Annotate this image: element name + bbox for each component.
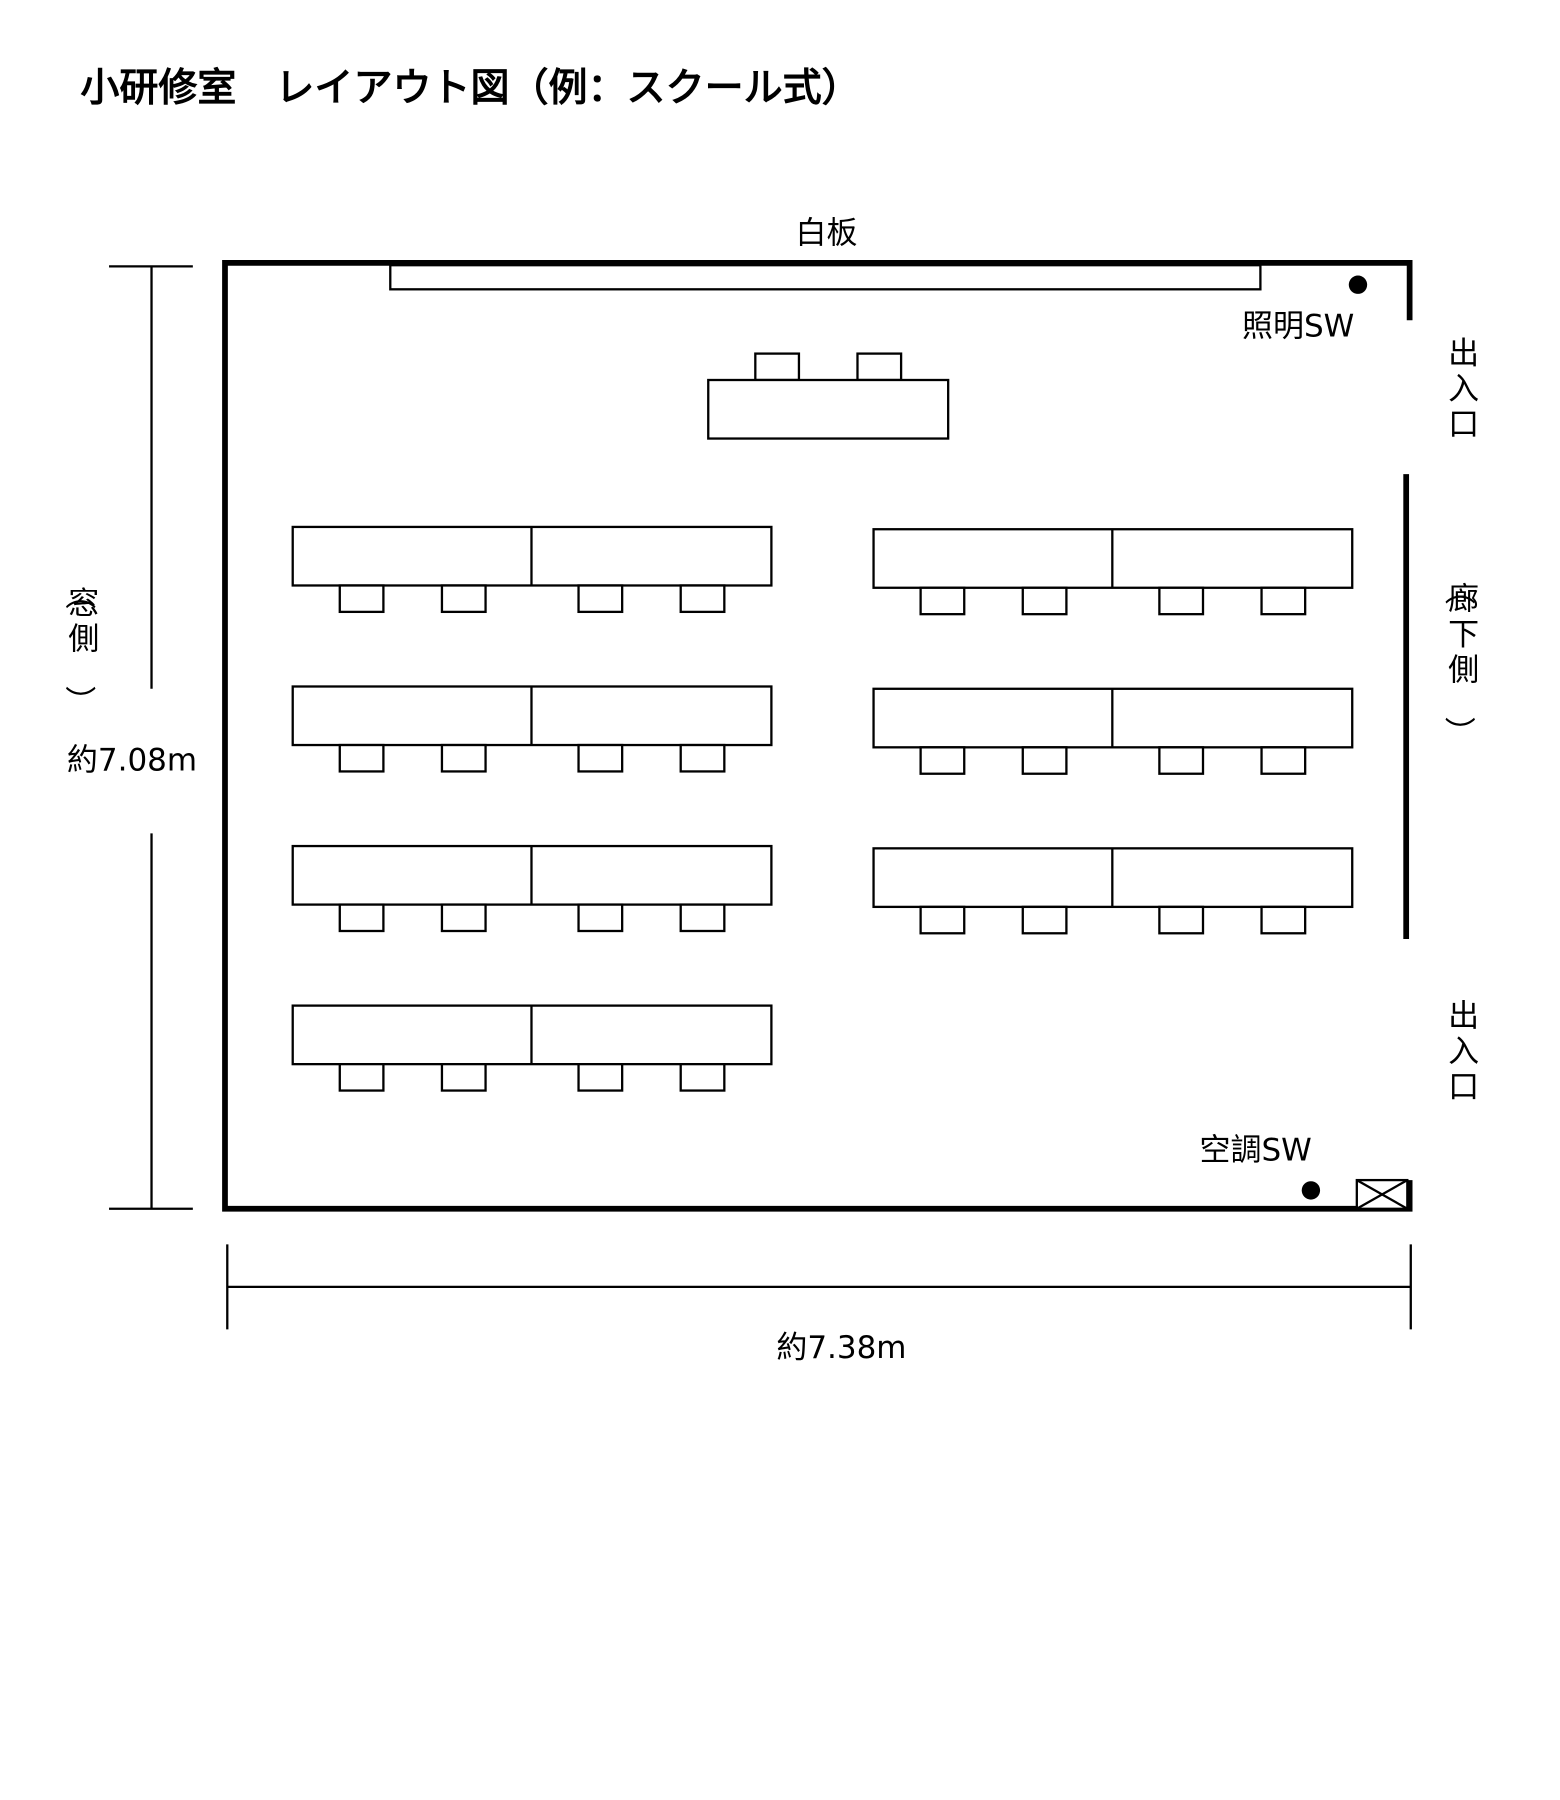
chair <box>440 1063 487 1092</box>
chair <box>1158 905 1205 935</box>
chair <box>1260 746 1307 775</box>
desk-row-right <box>872 528 1354 616</box>
chair <box>1158 586 1205 616</box>
ac-switch-icon <box>1301 1181 1321 1200</box>
entrance-bottom-label: 出入口 <box>1448 998 1479 1105</box>
chair <box>338 903 385 933</box>
whiteboard-label: 白板 <box>795 215 857 251</box>
chair <box>1021 905 1068 935</box>
chair <box>919 586 966 616</box>
width-dimension-label: 約7.38m <box>776 1330 906 1366</box>
chair <box>440 584 487 614</box>
chair <box>577 1063 624 1092</box>
chair <box>679 1063 726 1092</box>
desk-row-left <box>291 844 773 933</box>
whiteboard <box>389 264 1262 291</box>
ac-unit-icon <box>1355 1178 1409 1210</box>
corridor-side-label: （廊下側） <box>1440 574 1479 747</box>
chair <box>679 743 726 773</box>
chair <box>1260 905 1307 935</box>
chair <box>577 743 624 773</box>
chair <box>679 584 726 614</box>
chair <box>1021 586 1068 616</box>
chair <box>338 743 385 773</box>
desk-row-right <box>872 847 1354 935</box>
light-switch-icon <box>1348 275 1368 294</box>
page-title: 小研修室 レイアウト図（例：スクール式） <box>80 66 860 111</box>
chair <box>440 903 487 933</box>
chair <box>577 584 624 614</box>
chair <box>338 584 385 614</box>
chair <box>679 903 726 933</box>
chair <box>1021 746 1068 775</box>
desk-row-left <box>291 525 773 614</box>
window-side-label: （窓側） <box>60 579 99 717</box>
entrance-top-label: 出入口 <box>1448 336 1479 443</box>
teacher-desk <box>707 352 950 440</box>
room-walls <box>222 260 1413 1212</box>
chair <box>1158 746 1205 775</box>
chair <box>919 746 966 775</box>
height-dimension-label: 約7.08m <box>67 742 197 778</box>
desk-row-left <box>291 1004 773 1092</box>
light-switch-label: 照明SW <box>1242 308 1354 344</box>
height-dimension-line <box>109 265 193 1210</box>
chair <box>577 903 624 933</box>
chair <box>440 743 487 773</box>
chair <box>1260 586 1307 616</box>
desk-row-right <box>872 687 1354 775</box>
width-dimension-line <box>226 1244 1412 1330</box>
desk-row-left <box>291 685 773 773</box>
chair <box>338 1063 385 1092</box>
chair <box>919 905 966 935</box>
student-desks <box>291 525 1354 1092</box>
ac-switch-label: 空調SW <box>1200 1133 1312 1169</box>
